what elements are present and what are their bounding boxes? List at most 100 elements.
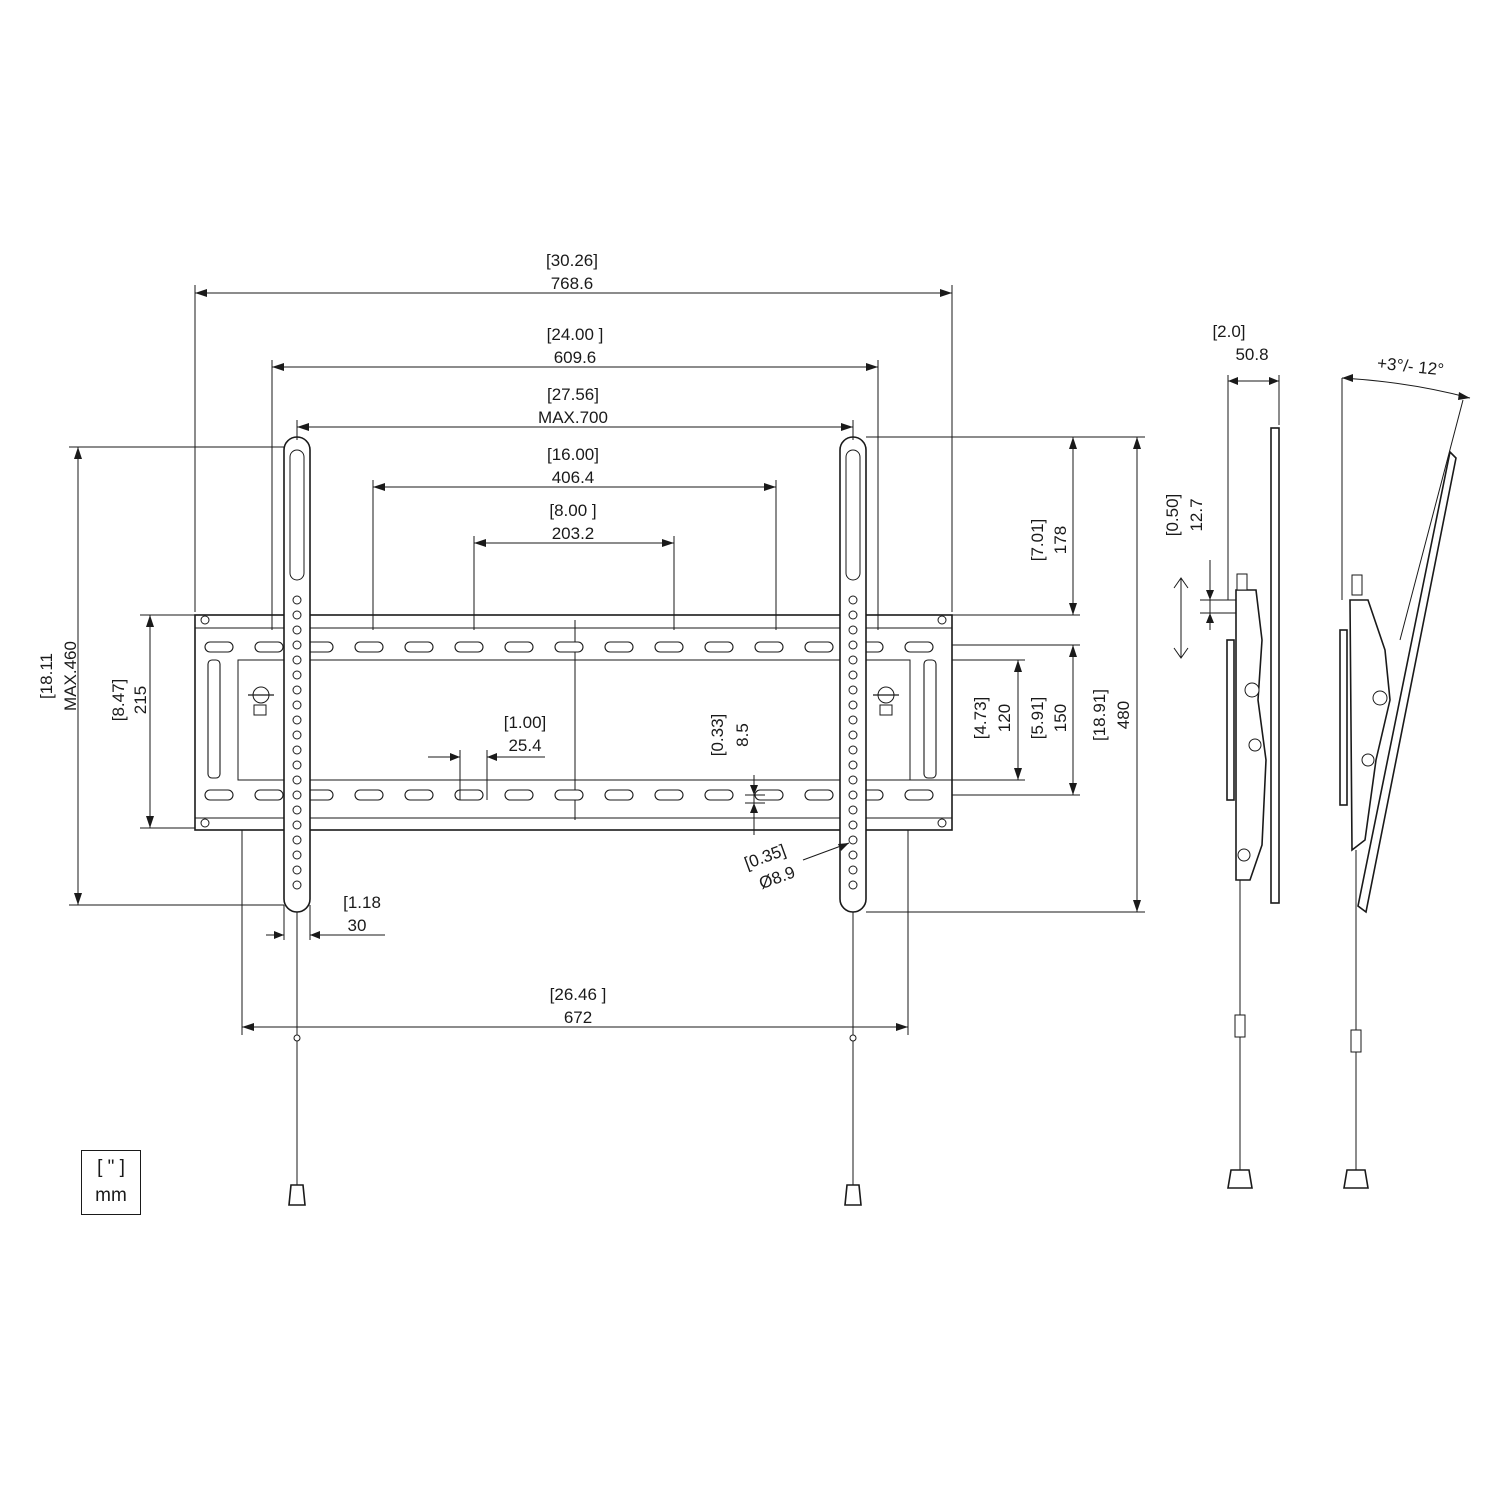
mounting-slot	[904, 789, 934, 801]
arm-hole	[292, 820, 302, 830]
mounting-slot	[804, 789, 834, 801]
plate-height-inch: [8.47]	[109, 679, 128, 722]
base-span-mm: 672	[564, 1008, 592, 1027]
mounting-slot	[404, 641, 434, 653]
plate-height-mm: 215	[131, 686, 150, 714]
arm-hole	[848, 835, 858, 845]
vesa-400-mm: 406.4	[552, 468, 595, 487]
tilt-range-label: +3°/- 12°	[1376, 354, 1445, 380]
side-view	[1173, 375, 1280, 1189]
mounting-slot	[604, 789, 634, 801]
mounting-slot	[804, 641, 834, 653]
arm-hole	[292, 595, 302, 605]
arm-hole	[848, 865, 858, 875]
tilted-display-plate	[1357, 450, 1457, 914]
adjust-inch: [0.50]	[1163, 494, 1182, 537]
mounting-slot	[504, 641, 534, 653]
mounting-slot	[654, 641, 684, 653]
arm-holes	[292, 595, 858, 890]
arm-hole	[292, 745, 302, 755]
arm-hole	[848, 655, 858, 665]
arm-hole	[292, 760, 302, 770]
depth-inch: [2.0]	[1212, 322, 1245, 341]
arm-hole	[292, 685, 302, 695]
arm-hole	[848, 595, 858, 605]
slot-row-bottom	[204, 789, 934, 801]
tilt-foot	[1343, 1169, 1369, 1189]
mounting-slot	[754, 641, 784, 653]
arm-hole	[292, 715, 302, 725]
arm-hole	[848, 610, 858, 620]
mounting-slot	[504, 789, 534, 801]
overall-width-inch: [30.26]	[546, 251, 598, 270]
vesa-400-inch: [16.00]	[547, 445, 599, 464]
arm-hole	[292, 730, 302, 740]
arm-hole	[292, 805, 302, 815]
arm-hole	[292, 655, 302, 665]
hole-spacing-120-mm: 120	[995, 704, 1014, 732]
max-span-mm: MAX.700	[538, 408, 608, 427]
arm-height-inch: [18.91]	[1090, 689, 1109, 741]
mounting-slot	[454, 641, 484, 653]
arm-hole	[292, 700, 302, 710]
mounting-slot	[254, 641, 284, 653]
mounting-slot	[204, 789, 234, 801]
adjust-mm: 12.7	[1187, 498, 1206, 531]
depth-mm: 50.8	[1235, 345, 1268, 364]
vesa-200-mm: 203.2	[552, 524, 595, 543]
top-offset-inch: [7.01]	[1028, 519, 1047, 562]
arm-hole	[292, 790, 302, 800]
dimension-lines	[74, 289, 1141, 1031]
arm-hole	[292, 610, 302, 620]
mounting-slot	[704, 789, 734, 801]
top-offset-mm: 178	[1051, 526, 1070, 554]
mounting-slot	[604, 641, 634, 653]
arm-right-foot	[844, 1184, 862, 1206]
max-span-inch: [27.56]	[547, 385, 599, 404]
arm-span-inch: [24.00 ]	[547, 325, 604, 344]
arm-hole	[848, 790, 858, 800]
hole-spacing-150-mm: 150	[1051, 704, 1070, 732]
tilt-view	[1339, 374, 1471, 1189]
arm-hole	[848, 745, 858, 755]
arm-hole	[848, 715, 858, 725]
vertical-labels: [18.11 MAX.460 [8.47] 215 [0.33] 8.5 [7.…	[37, 494, 1206, 757]
arm-hole	[848, 850, 858, 860]
base-span-inch: [26.46 ]	[550, 985, 607, 1004]
arm-height-mm: 480	[1114, 701, 1133, 729]
mounting-slot	[354, 789, 384, 801]
mounting-slot	[404, 789, 434, 801]
vesa-200-inch: [8.00 ]	[549, 501, 596, 520]
locking-knob-right	[873, 686, 899, 716]
mounting-slot	[204, 641, 234, 653]
slot-pitch-inch: [1.00]	[504, 713, 547, 732]
mounting-slot	[654, 789, 684, 801]
hole-offset-mm: 8.5	[733, 723, 752, 747]
arm-hole	[292, 775, 302, 785]
front-view	[194, 436, 953, 1206]
arm-hole	[292, 865, 302, 875]
unit-legend-mm: mm	[95, 1185, 127, 1206]
mounting-slot	[904, 641, 934, 653]
arm-hole	[292, 625, 302, 635]
hole-spacing-120-inch: [4.73]	[971, 697, 990, 740]
side-bracket	[1235, 589, 1267, 881]
side-foot	[1227, 1169, 1253, 1189]
arm-hole	[848, 700, 858, 710]
slot-row-top	[204, 641, 934, 653]
plate-window	[237, 659, 911, 781]
unit-legend: [ " ] mm	[81, 1150, 141, 1215]
arm-hole	[848, 640, 858, 650]
overall-width-mm: 768.6	[551, 274, 594, 293]
arm-hole	[292, 640, 302, 650]
mounting-slot	[354, 641, 384, 653]
arm-hole	[848, 775, 858, 785]
tilt-bracket	[1349, 599, 1391, 852]
arm-hole	[848, 670, 858, 680]
mounting-slot	[254, 789, 284, 801]
locking-knob-left	[248, 686, 274, 716]
mounting-slot	[554, 789, 584, 801]
arm-hole	[292, 670, 302, 680]
max-height-mm: MAX.460	[61, 641, 80, 711]
